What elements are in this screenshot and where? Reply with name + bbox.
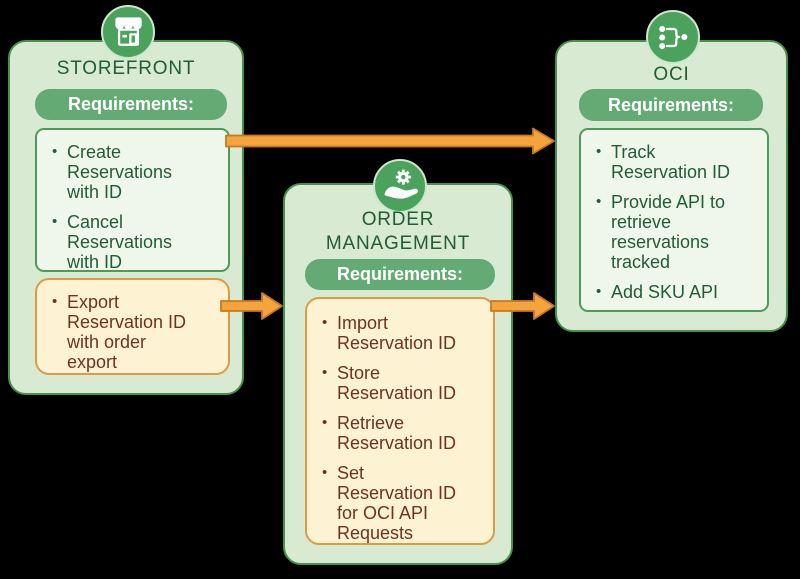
requirement-item: Set Reservation ID for OCI API Requests	[317, 463, 459, 543]
storefront-export-requirements-list: Export Reservation ID with order export	[35, 278, 230, 375]
requirements-label: Requirements:	[336, 264, 464, 284]
order-management-requirements-list: Import Reservation ID Store Reservation I…	[305, 297, 495, 545]
requirement-item: Add SKU API	[591, 282, 733, 302]
order-management-requirements-pill: Requirements:	[305, 259, 495, 290]
requirements-label: Requirements:	[607, 94, 735, 115]
hand	[383, 186, 418, 199]
requirement-item: Export Reservation ID with order export	[47, 292, 189, 372]
gear-hand-service-icon	[373, 159, 427, 213]
requirement-item: Store Reservation ID	[317, 363, 459, 403]
requirement-item: Import Reservation ID	[317, 313, 459, 353]
oci-requirements-list: Track Reservation ID Provide API to retri…	[579, 128, 769, 312]
order-management-title: ORDER MANAGEMENT	[325, 209, 471, 254]
requirements-label: Requirements:	[67, 94, 195, 114]
storefront-panel: STOREFRONT Requirements: Create Reservat…	[8, 5, 244, 395]
arrow-storefront-to-order-management	[220, 292, 283, 320]
requirement-item: Retrieve Reservation ID	[317, 413, 459, 453]
requirement-item: Cancel Reservations with ID	[47, 212, 189, 270]
arrow-storefront-to-oci	[225, 127, 555, 155]
storefront-core-requirements-list: Create Reservations with ID Cancel Reserv…	[35, 128, 230, 272]
oci-title: OCI	[653, 64, 690, 85]
requirement-item: Provide API to retrieve reservations tra…	[591, 192, 733, 272]
storefront-title: STOREFRONT	[56, 58, 196, 79]
order-management-panel: ORDER MANAGEMENT Requirements: Import Re…	[283, 159, 513, 565]
requirement-item: Create Reservations with ID	[47, 142, 189, 202]
gear	[395, 169, 411, 185]
data-merge-icon	[646, 10, 700, 64]
requirement-item: Track Reservation ID	[591, 142, 733, 182]
oci-panel: OCI Requirements: Track Reservation ID Pr…	[555, 10, 788, 332]
store-icon	[101, 5, 155, 59]
oci-requirements-pill: Requirements:	[579, 89, 763, 121]
arrow-order-management-to-oci	[490, 292, 555, 320]
storefront-requirements-pill: Requirements:	[35, 89, 227, 120]
